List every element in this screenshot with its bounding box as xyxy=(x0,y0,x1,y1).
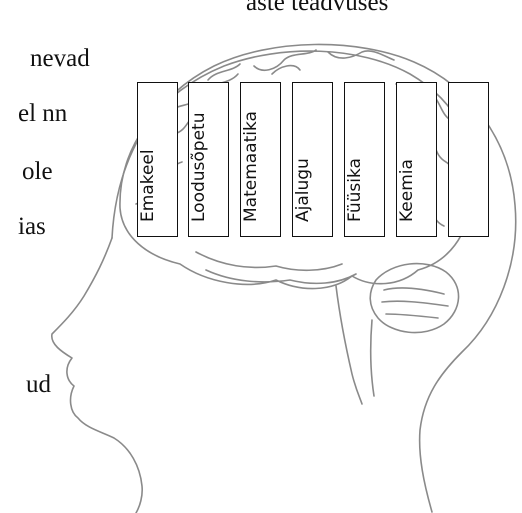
text-fragment-4: ole xyxy=(22,159,53,184)
drawer-fuusika: Füüsika xyxy=(344,82,385,237)
drawer-label: Keemia xyxy=(397,159,417,222)
drawer-label: Loodusõpetu xyxy=(189,113,209,223)
text-fragment-1: aste teadvuses xyxy=(246,0,388,15)
drawer-ajalugu: Ajalugu xyxy=(292,82,333,237)
drawer-empty xyxy=(448,82,489,237)
drawer-loodusopetus: Loodusõpetu xyxy=(188,82,229,237)
drawer-label: Emakeel xyxy=(138,149,158,222)
drawer-emakeel: Emakeel xyxy=(137,82,178,237)
text-fragment-3: el nn xyxy=(18,101,67,126)
text-fragment-2: nevad xyxy=(30,46,90,71)
text-fragment-6: ud xyxy=(26,372,51,397)
drawer-matemaatika: Matemaatika xyxy=(240,82,281,237)
drawer-label: Ajalugu xyxy=(293,158,313,222)
brain-stem xyxy=(336,286,362,404)
face-profile xyxy=(52,238,142,513)
drawer-keemia: Keemia xyxy=(396,82,437,237)
drawer-label: Matemaatika xyxy=(241,111,261,222)
text-fragment-5: ias xyxy=(18,214,46,239)
drawer-label: Füüsika xyxy=(345,158,365,222)
